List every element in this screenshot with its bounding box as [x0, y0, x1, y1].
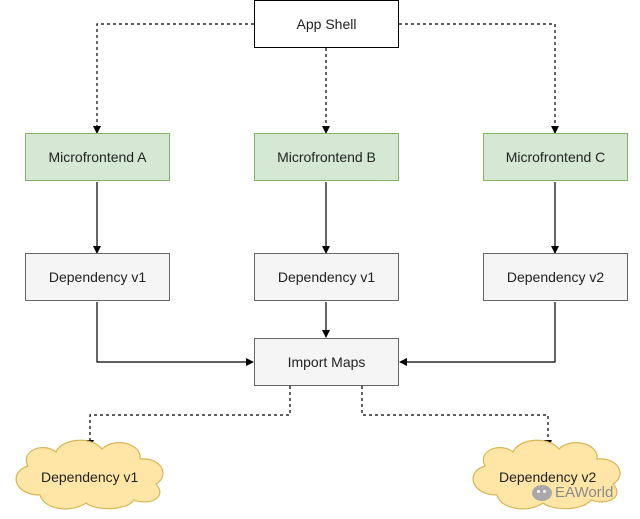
cloud-shape-right: [472, 439, 621, 510]
import-maps-node: Import Maps: [254, 338, 399, 386]
dependency-c-label: Dependency v2: [506, 269, 605, 285]
app-shell-label: App Shell: [296, 16, 357, 32]
dependency-a-label: Dependency v1: [48, 269, 147, 285]
microfrontend-a-node: Microfrontend A: [25, 133, 170, 181]
microfrontend-a-label: Microfrontend A: [48, 149, 147, 165]
edge-dep-c-to-import-maps: [399, 302, 556, 366]
watermark-text: EAWorld: [555, 484, 614, 501]
dependency-c-node: Dependency v2: [483, 253, 628, 301]
edge-shell-to-mf-a: [93, 23, 254, 134]
dependency-b-label: Dependency v1: [277, 269, 376, 285]
cloud-right-label: Dependency v2: [499, 469, 597, 485]
microfrontend-b-node: Microfrontend B: [254, 133, 399, 181]
edge-import-maps-to-cloud-right: [361, 386, 552, 448]
microfrontend-b-label: Microfrontend B: [277, 149, 376, 165]
wechat-icon: [532, 484, 552, 501]
microfrontend-c-label: Microfrontend C: [505, 149, 606, 165]
edge-dep-a-to-import-maps: [96, 302, 254, 366]
watermark: EAWorld: [532, 484, 613, 501]
edge-import-maps-to-cloud-left: [86, 386, 291, 448]
dependency-b-node: Dependency v1: [254, 253, 399, 301]
cloud-left-label: Dependency v1: [41, 469, 139, 485]
edge-shell-to-mf-c: [399, 23, 559, 134]
microfrontend-c-node: Microfrontend C: [483, 133, 628, 181]
cloud-shape-left: [15, 439, 164, 510]
dependency-a-node: Dependency v1: [25, 253, 170, 301]
app-shell-node: App Shell: [254, 0, 399, 48]
import-maps-label: Import Maps: [287, 354, 366, 370]
